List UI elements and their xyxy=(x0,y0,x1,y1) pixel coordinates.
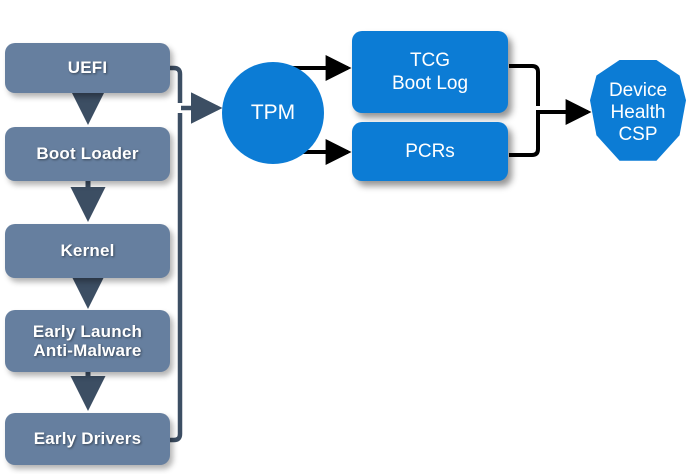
node-tpm-label: TPM xyxy=(250,101,296,124)
node-early-drivers[interactable]: Early Drivers xyxy=(5,413,170,465)
node-uefi-label: UEFI xyxy=(67,58,108,78)
node-boot-loader[interactable]: Boot Loader xyxy=(5,127,170,181)
node-pcrs-label: PCRs xyxy=(405,140,455,162)
wire-artifact-bracket xyxy=(509,64,540,106)
node-pcrs[interactable]: PCRs xyxy=(352,122,508,181)
node-tpm[interactable]: TPM xyxy=(222,62,324,164)
node-device-health-csp[interactable]: Device Health CSP xyxy=(590,60,686,161)
wire-artifact-bracket-lower xyxy=(509,110,540,157)
node-tcg-boot-log-label: TCG Boot Log xyxy=(391,49,469,94)
node-tcg-boot-log[interactable]: TCG Boot Log xyxy=(352,31,508,113)
node-boot-loader-label: Boot Loader xyxy=(36,144,139,164)
node-kernel-label: Kernel xyxy=(60,241,115,261)
wire-boot-chain-bracket xyxy=(170,65,183,103)
node-kernel[interactable]: Kernel xyxy=(5,224,170,278)
node-early-launch-anti-malware[interactable]: Early Launch Anti-Malware xyxy=(5,310,170,372)
node-early-drivers-label: Early Drivers xyxy=(33,429,142,449)
node-device-health-csp-label: Device Health CSP xyxy=(608,79,668,146)
node-early-launch-anti-malware-label: Early Launch Anti-Malware xyxy=(32,321,143,360)
wire-early-drivers-bracket xyxy=(170,113,183,443)
node-uefi[interactable]: UEFI xyxy=(5,43,170,93)
